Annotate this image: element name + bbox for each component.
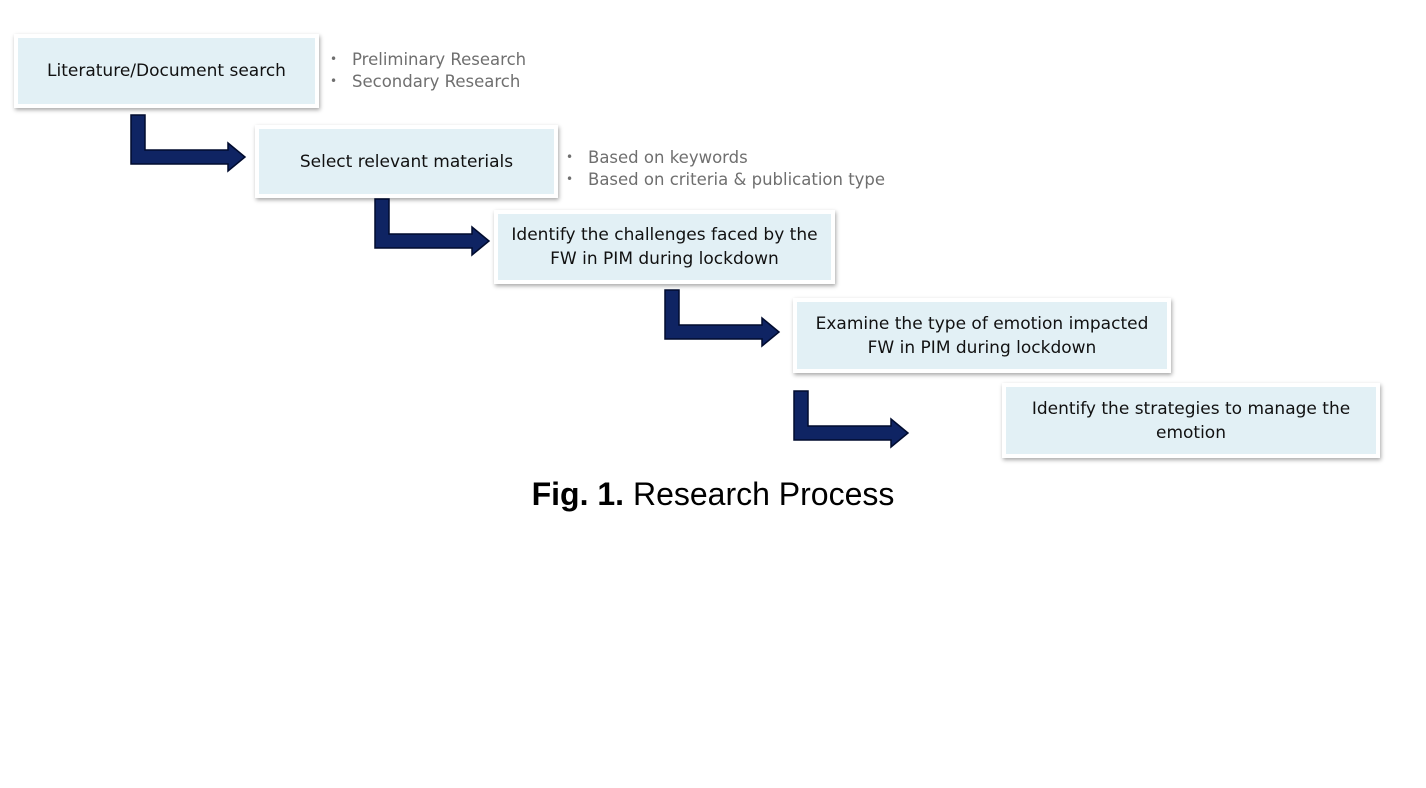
step-label: Examine the type of emotion impacted FW …: [815, 313, 1149, 358]
figure-caption: Fig. 1. Research Process: [0, 476, 1426, 513]
figure-number: Fig. 1.: [531, 476, 625, 512]
step2-notes: Based on keywords Based on criteria & pu…: [566, 147, 885, 190]
step-label: Literature/Document search: [47, 61, 286, 81]
step-box-examine-emotion: Examine the type of emotion impacted FW …: [793, 298, 1171, 373]
step-box-identify-challenges: Identify the challenges faced by the FW …: [494, 210, 835, 284]
step-label: Identify the challenges faced by the FW …: [511, 225, 818, 269]
note-item: Based on criteria & publication type: [566, 169, 885, 191]
step1-notes: Preliminary Research Secondary Research: [330, 49, 526, 92]
step-box-select-materials: Select relevant materials: [255, 125, 558, 198]
bent-arrow-icon: [374, 198, 491, 257]
bent-arrow-icon: [664, 289, 781, 348]
figure-title: Research Process: [632, 476, 895, 512]
step-label: Identify the strategies to manage the em…: [1031, 398, 1351, 443]
step-box-identify-strategies: Identify the strategies to manage the em…: [1002, 383, 1380, 458]
bent-arrow-icon: [793, 390, 910, 449]
note-item: Based on keywords: [566, 147, 885, 169]
bent-arrow-icon: [130, 114, 247, 173]
note-item: Preliminary Research: [330, 49, 526, 71]
note-item: Secondary Research: [330, 71, 526, 93]
step-label: Select relevant materials: [299, 151, 514, 172]
step-box-literature-search: Literature/Document search: [14, 34, 319, 108]
